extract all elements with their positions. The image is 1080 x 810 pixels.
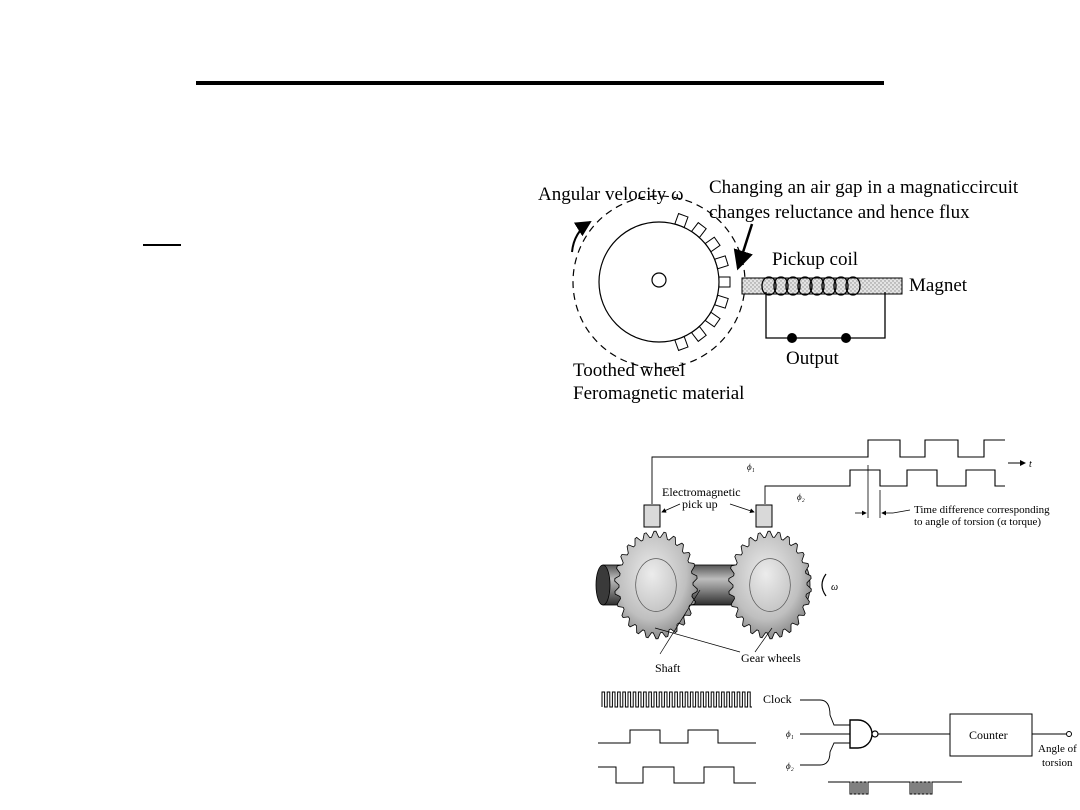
air-gap-arrow [733, 223, 754, 271]
time-diff-leader [892, 509, 911, 514]
phi2-waveform [836, 469, 1005, 487]
phi1-wire [651, 456, 836, 504]
gear-wheel-1 [614, 530, 698, 640]
counter-label: Counter [969, 728, 1008, 742]
pickup-pointer-2 [729, 503, 755, 514]
gear-hub [749, 558, 791, 612]
gated-output-waveform [828, 781, 962, 795]
nand-gate-bubble [871, 730, 879, 738]
phi2-wire-label: ϕ₂ [797, 492, 805, 502]
pickup-coil [761, 276, 861, 296]
rotation-arrow [571, 220, 592, 253]
gear-outline [614, 530, 698, 640]
bullet-underline [143, 244, 181, 246]
shaft-rotation-arrow [821, 573, 827, 597]
output-label: Output [786, 348, 840, 369]
phi2-wire [764, 485, 836, 504]
pickup-label-line2: pick up [682, 497, 718, 511]
counter-block [949, 713, 1033, 757]
time-diff-label-line2: to angle of torsion (α torque) [914, 516, 1041, 528]
pickup-label-line1: Electromagnetic [662, 485, 741, 499]
clock-input-wire [800, 699, 850, 726]
phi2-input-wire [800, 742, 850, 766]
reluctance-pickup-diagram: Angular velocity ω Changing an air gap i… [538, 177, 1019, 404]
shaft-leader [659, 589, 701, 655]
clock-waveform [601, 691, 752, 708]
air-gap-note-line1: Changing an air gap in a magnaticcircuit [709, 177, 1019, 198]
phi1-input-label: ϕ₁ [786, 729, 794, 739]
phi1-input-waveform [598, 729, 756, 744]
phi1-waveform [836, 439, 1005, 458]
wheel-hub [651, 272, 667, 288]
time-diff-label-line1: Time difference corresponding [914, 504, 1050, 516]
gear-leader-2 [754, 627, 773, 653]
wheel-label-line1: Toothed wheel [573, 360, 685, 381]
output-terminal-1 [787, 333, 797, 343]
phi1-wire-label: ϕ₁ [747, 462, 755, 472]
torque-measurement-diagram: t Time difference corresponding to angle… [595, 439, 1050, 675]
clock-label: Clock [763, 692, 792, 706]
wheel-tooth [718, 276, 731, 288]
counter-output-terminal [1066, 731, 1072, 737]
pickup-sensor-2 [755, 504, 773, 528]
gear-wheel-2 [728, 530, 812, 640]
counter-circuit-diagram: Clock ϕ₁ ϕ₂ Counter Angle of torsion [598, 691, 1077, 795]
pickup-sensor-1 [643, 504, 661, 528]
angle-label-line1: Angle of [1038, 743, 1077, 755]
title-underline [196, 81, 884, 85]
nand-gate [849, 719, 873, 749]
gear-hub [635, 558, 677, 612]
time-axis-label: t [1029, 459, 1032, 470]
air-gap-note-line2: changes reluctance and hence flux [709, 202, 970, 223]
pickup-coil-label: Pickup coil [772, 249, 858, 270]
gear-outline [728, 530, 812, 640]
angle-label-line2: torsion [1042, 757, 1073, 769]
phi2-input-label: ϕ₂ [786, 761, 794, 771]
gear-wheels-label: Gear wheels [741, 651, 801, 665]
magnet-label: Magnet [909, 275, 968, 296]
phi2-input-waveform [598, 766, 756, 784]
coil-leads [765, 292, 886, 339]
angular-velocity-label: Angular velocity ω [538, 184, 683, 205]
wheel-label-line2: Feromagnetic material [573, 383, 744, 404]
omega-label: ω [831, 582, 838, 593]
gear-leader-1 [654, 627, 741, 653]
output-terminal-2 [841, 333, 851, 343]
shaft-label: Shaft [655, 661, 681, 675]
shaft-end-left [595, 564, 611, 606]
pickup-pointer-1 [661, 503, 681, 513]
